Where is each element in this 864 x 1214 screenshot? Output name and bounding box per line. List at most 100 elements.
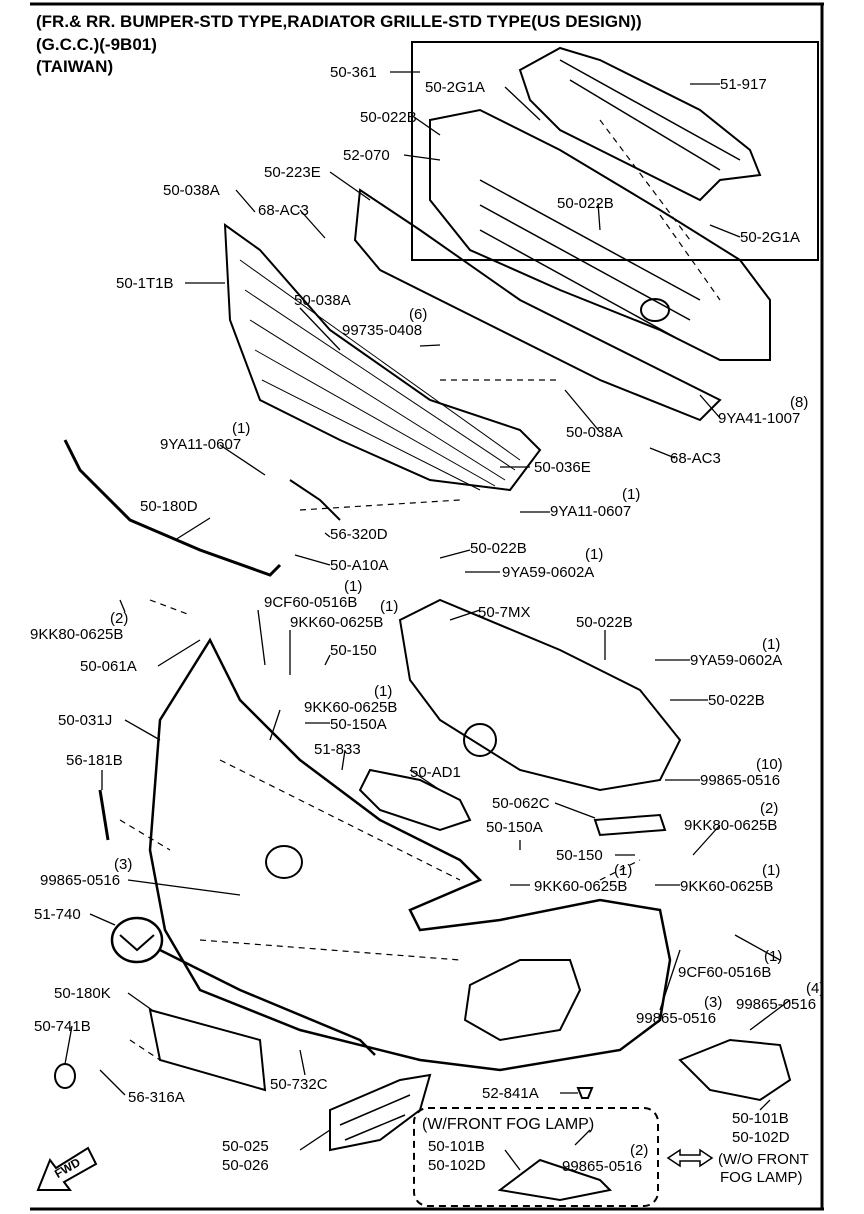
part-label: 50-022B [360, 109, 417, 126]
part-label: 50-038A [163, 182, 220, 199]
part-label: 9KK80-0625B [30, 626, 124, 643]
part-qty: (1) [344, 578, 363, 595]
part-label: 9KK60-0625B [290, 614, 384, 631]
inset-part-2: 50-102D [428, 1157, 486, 1174]
part-label: 50-022B [576, 614, 633, 631]
part-qty: (2) [760, 800, 779, 817]
inset-screw-qty: (2) [630, 1142, 649, 1159]
cable-56-320D [289, 479, 341, 521]
part-label: 99865-0516 [40, 872, 121, 889]
part-label: 9KK60-0625B [680, 878, 774, 895]
part-qty: (4) [806, 980, 825, 997]
inset-part-1: 50-101B [428, 1138, 485, 1155]
part-qty: (3) [704, 994, 723, 1011]
part-label: 50-732C [270, 1076, 328, 1093]
part-qty: (3) [114, 856, 133, 873]
part-label: 50-022B [708, 692, 765, 709]
part-label: 50-022B [557, 195, 614, 212]
bracket-50-7MX [398, 598, 682, 792]
part-label: 50-038A [566, 424, 623, 441]
part-label: 9YA41-1007 [718, 410, 801, 427]
part-label: 50-102D [732, 1129, 790, 1146]
part-label: 50-180D [140, 498, 198, 515]
part-label: 9YA11-0607 [160, 436, 242, 453]
radiator-grille [429, 108, 771, 361]
part-label: 50-025 [222, 1138, 269, 1155]
part-label: 9KK80-0625B [684, 817, 778, 834]
part-label: 99865-0516 [700, 772, 781, 789]
header-line-1: (FR.& RR. BUMPER-STD TYPE,RADIATOR GRILL… [36, 12, 642, 31]
part-label: 9YA11-0607 [550, 503, 632, 520]
part-qty: (1) [585, 546, 604, 563]
part-label: 50-223E [264, 164, 321, 181]
part-label: 51-740 [34, 906, 81, 923]
part-label: 56-181B [66, 752, 123, 769]
part-qty: (1) [762, 636, 781, 653]
header-line-3: (TAIWAN) [36, 57, 114, 76]
part-label: 50-180K [54, 985, 111, 1002]
emblem-51-740 [110, 916, 164, 964]
part-qty: (1) [622, 486, 641, 503]
part-label: 9KK60-0625B [304, 699, 398, 716]
part-label: 9CF60-0516B [678, 964, 772, 981]
part-label: 9CF60-0516B [264, 594, 358, 611]
grille-50-1T1B [223, 222, 542, 492]
part-56-181B [98, 789, 110, 841]
part-label: 50-150 [556, 847, 603, 864]
part-label: 50-150A [330, 716, 387, 733]
part-label: 50-031J [58, 712, 113, 729]
part-qty: (1) [764, 948, 783, 965]
molding-50-180D [63, 439, 282, 577]
part-label: 99865-0516 [636, 1010, 717, 1027]
part-qty: (2) [110, 610, 129, 627]
parts-diagram [30, 2, 824, 1211]
part-label: 50-361 [330, 64, 377, 81]
inset-title: (W/FRONT FOG LAMP) [422, 1116, 595, 1133]
part-qty: (8) [790, 394, 809, 411]
cap-50-741B [54, 1063, 76, 1089]
part-label: 50-026 [222, 1157, 269, 1174]
part-label: 50-062C [492, 795, 550, 812]
part-label: 68-AC3 [258, 202, 309, 219]
part-label: 50-101B [732, 1110, 789, 1127]
plate-bracket-50-180K [148, 1008, 267, 1092]
part-label: 50-741B [34, 1018, 91, 1035]
fog-lamp-inset-box [413, 1107, 659, 1207]
part-label: 50-036E [534, 459, 591, 476]
part-label: 50-150A [486, 819, 543, 836]
part-label: 52-070 [343, 147, 390, 164]
header-line-2: (G.C.C.)(-9B01) [36, 35, 157, 54]
fog-cover-50-025 [329, 1073, 432, 1152]
part-label: 50-2G1A [425, 79, 486, 96]
fog-opening [463, 959, 582, 1042]
part-qty: (1) [374, 683, 393, 700]
part-label: 68-AC3 [670, 450, 721, 467]
part-label: 56-316A [128, 1089, 185, 1106]
part-label: 56-320D [330, 526, 388, 543]
fog-bezel-50-101B [678, 1038, 792, 1102]
part-label: 51-833 [314, 741, 361, 758]
part-label: 50-061A [80, 658, 137, 675]
bumper-50-031J [148, 637, 672, 1072]
strip-50-732C [159, 948, 376, 1056]
alt-note-line-1: (W/O FRONT [718, 1151, 809, 1168]
grille-inset-box [411, 41, 819, 261]
part-label: 50-038A [294, 292, 351, 309]
part-qty: (1) [762, 862, 781, 879]
part-qty: (1) [232, 420, 251, 437]
part-label: 99735-0408 [342, 322, 423, 339]
part-label: 52-841A [482, 1085, 539, 1102]
part-label: 9YA59-0602A [502, 564, 595, 581]
part-label: 9YA59-0602A [690, 652, 783, 669]
absorber-50-223E [353, 188, 722, 422]
deflector-50-AD1 [358, 768, 472, 832]
part-label: 50-A10A [330, 557, 389, 574]
part-label: 50-1T1B [116, 275, 174, 292]
part-label: 50-022B [470, 540, 527, 557]
alt-note-line-2: FOG LAMP) [720, 1169, 803, 1186]
fwd-arrow-icon [36, 1146, 98, 1191]
part-label: 50-2G1A [740, 229, 801, 246]
part-qty: (1) [380, 598, 399, 615]
inset-screw: 99865-0516 [562, 1158, 643, 1175]
double-arrow-icon [666, 1148, 714, 1168]
